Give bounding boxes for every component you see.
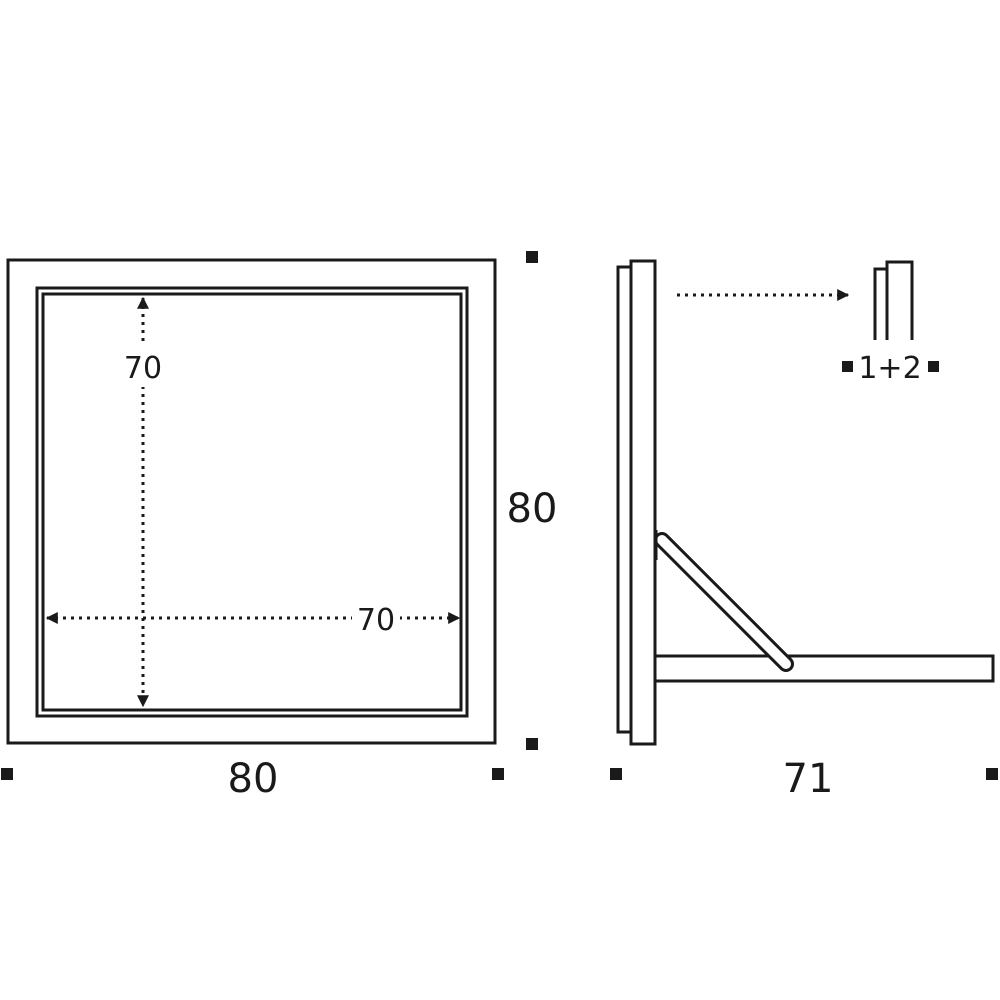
depth-marker-left [610,768,622,780]
height-marker-top [526,251,538,263]
depth-marker-right [986,768,998,780]
back-panel [616,265,633,734]
layer-detail-icon [873,260,914,340]
layers-label: 1+2 [858,351,921,386]
support-shelf [653,654,995,683]
brace-fill [657,535,791,669]
height-marker-bottom [526,738,538,750]
width-marker-right [492,768,504,780]
layer-marker-left [842,361,853,372]
layer-marker-right [928,361,939,372]
inner-width-label: 70 [357,603,395,638]
inner-frame-outer-edge [35,286,469,718]
front-view: 70 70 80 80 [1,251,557,802]
inner-height-label: 70 [124,351,162,386]
inner-frame-inner-edge [41,292,463,712]
side-view: 71 1+2 [610,259,998,802]
outer-width-label: 80 [228,756,279,802]
front-panel [629,259,657,746]
outer-height-label: 80 [507,486,558,532]
inner-height-label-bg [118,345,168,387]
width-marker-left [1,768,13,780]
inner-width-label-bg [352,598,400,638]
outer-frame [6,258,497,745]
depth-label: 71 [783,756,834,802]
